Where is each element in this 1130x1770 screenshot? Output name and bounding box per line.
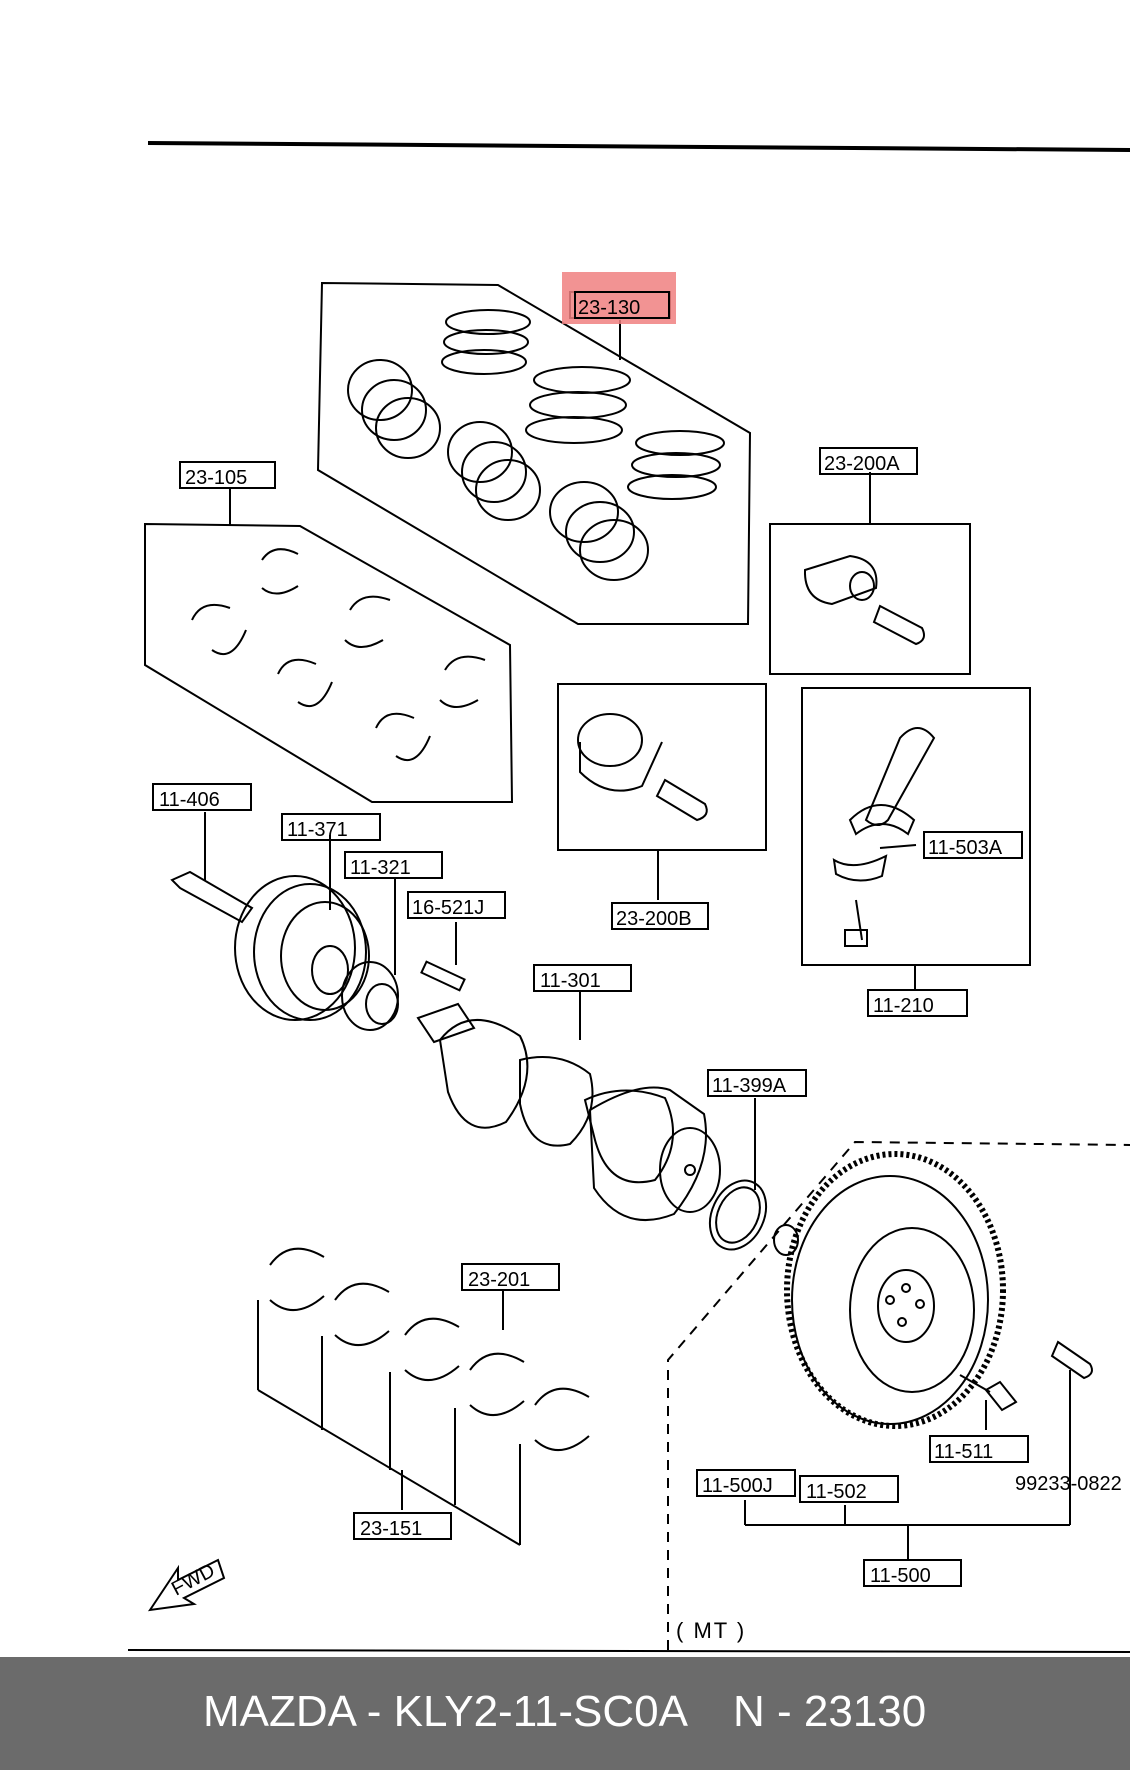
fwd-arrow [147, 1558, 226, 1612]
crank-sprocket [341, 961, 399, 1031]
callout-23-151: 23-151 [360, 1518, 422, 1540]
crankshaft [416, 1002, 721, 1221]
callout-11-210: 11-210 [873, 995, 934, 1017]
callout-11-502: 11-502 [806, 1481, 867, 1503]
piston-ring-group [347, 309, 725, 581]
ring-set-frame [316, 281, 752, 625]
mt-boundary [667, 1140, 1130, 1650]
callout-11-406: 11-406 [159, 789, 220, 811]
piston-pin-frame [769, 523, 971, 675]
flywheel-bolt [959, 1374, 1018, 1412]
callout-23-105: 23-105 [185, 467, 247, 489]
exploded-parts-diagram: 23-130 23-105 23-200A 23-200B 11-406 11-… [127, 141, 1130, 1653]
woodruff-key [420, 960, 466, 992]
piston-frame [557, 683, 767, 851]
pilot-bearing [773, 1224, 799, 1256]
flywheel [784, 1151, 1006, 1429]
pulley-bolt [170, 870, 254, 924]
crank-pulley [234, 875, 370, 1021]
callout-23-201: 23-201 [468, 1269, 530, 1291]
callout-11-321: 11-321 [350, 857, 411, 879]
connecting-rod [832, 727, 936, 947]
highlight-box [562, 272, 676, 324]
callout-11-371: 11-371 [287, 819, 348, 841]
part-number-footer: MAZDA - KLY2-11-SC0A N - 23130 [0, 1657, 1130, 1770]
callout-23-200A: 23-200A [824, 453, 900, 475]
brand-part-number: MAZDA - KLY2-11-SC0A [203, 1687, 688, 1736]
piston-small [803, 554, 925, 646]
callout-11-399A: 11-399A [712, 1075, 787, 1097]
callout-23-200B: 23-200B [616, 908, 692, 930]
piston-large [577, 713, 708, 822]
upper-bearing-frame [144, 522, 514, 803]
callout-11-500: 11-500 [870, 1565, 931, 1587]
bearing-shells-upper [191, 548, 486, 761]
rear-oil-seal [708, 1179, 768, 1251]
con-rod-frame [801, 687, 1031, 966]
bearing-shells-lower [257, 1247, 590, 1546]
callout-11-511: 11-511 [934, 1441, 993, 1463]
callout-16-521J: 16-521J [412, 897, 484, 919]
callout-11-503A: 11-503A [928, 837, 1003, 859]
callout-11-301: 11-301 [540, 970, 601, 992]
variant-label: ( MT ) [676, 1618, 746, 1643]
dowel-pin [1050, 1340, 1093, 1380]
callout-11-500J: 11-500J [702, 1475, 773, 1497]
callout-99233-0822: 99233-0822 [1015, 1473, 1122, 1495]
catalog-number: N - 23130 [733, 1687, 927, 1736]
callout-23-130: 23-130 [578, 297, 640, 319]
